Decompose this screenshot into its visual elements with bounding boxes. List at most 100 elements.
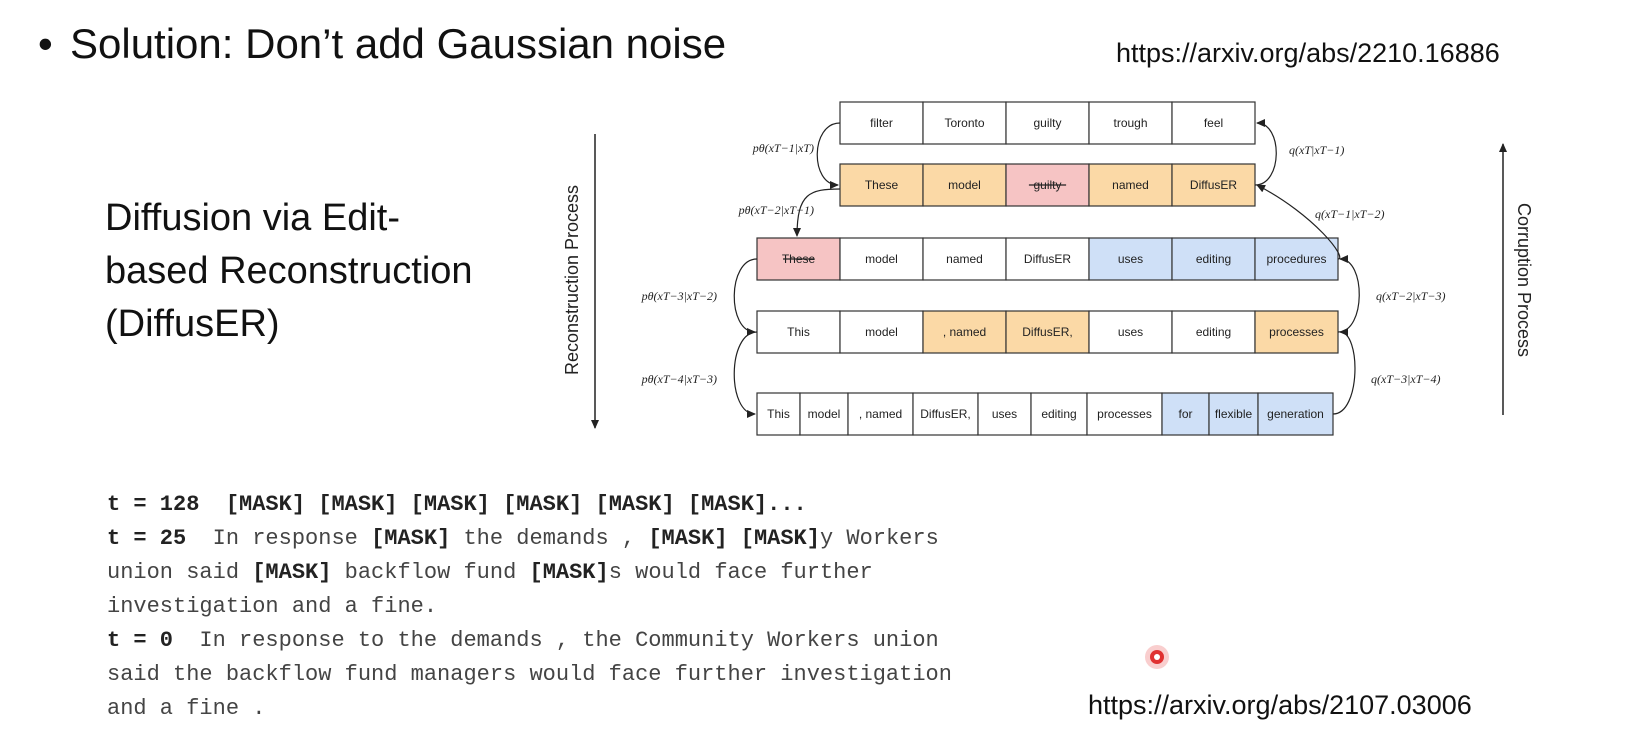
token-cell: This bbox=[756, 310, 841, 354]
token-box bbox=[756, 310, 841, 354]
token-box bbox=[1171, 237, 1256, 281]
token-text: DiffusER, bbox=[920, 407, 970, 421]
corruption-arrow bbox=[1337, 255, 1360, 333]
example-line: and a fine . bbox=[107, 692, 952, 726]
token-text: named bbox=[1112, 178, 1149, 192]
token-cell: trough bbox=[1088, 101, 1173, 145]
token-text: filter bbox=[870, 116, 893, 130]
example-text: In response to the demands , the Communi… bbox=[173, 628, 939, 653]
token-box bbox=[839, 237, 924, 281]
token-text: model bbox=[808, 407, 841, 421]
token-cell: editing bbox=[1171, 237, 1256, 281]
reconstruction-step-label: pθ(xT−1|xT) bbox=[752, 141, 814, 155]
corruption-step-label: q(xT−3|xT−4) bbox=[1371, 372, 1441, 386]
example-text bbox=[728, 526, 741, 551]
paper-link-top[interactable]: https://arxiv.org/abs/2210.16886 bbox=[1116, 38, 1500, 68]
reconstruction-step-label: pθ(xT−2|xT−1) bbox=[738, 203, 814, 217]
token-box bbox=[1257, 392, 1334, 436]
mask-token: [MASK] bbox=[529, 560, 609, 585]
token-box bbox=[1254, 237, 1339, 281]
example-text: union said bbox=[107, 560, 253, 585]
token-text: DiffusER, bbox=[1022, 325, 1072, 339]
token-cell: model bbox=[839, 237, 924, 281]
token-text: uses bbox=[1118, 325, 1143, 339]
token-text: trough bbox=[1113, 116, 1147, 130]
token-box bbox=[1208, 392, 1259, 436]
token-cell: generation bbox=[1257, 392, 1334, 436]
token-box bbox=[912, 392, 979, 436]
token-box bbox=[922, 310, 1007, 354]
token-cell: DiffusER, bbox=[912, 392, 979, 436]
example-line: t = 25 In response [MASK] the demands , … bbox=[107, 522, 952, 556]
token-cell: DiffusER bbox=[1171, 163, 1256, 207]
token-cell: These bbox=[839, 163, 924, 207]
token-text: This bbox=[767, 407, 790, 421]
token-box bbox=[977, 392, 1032, 436]
token-text: flexible bbox=[1215, 407, 1253, 421]
timestep-label: t = 25 bbox=[107, 526, 187, 551]
example-text: said the backflow fund managers would fa… bbox=[107, 662, 952, 687]
token-cell: filter bbox=[839, 101, 924, 145]
token-cell: model bbox=[922, 163, 1007, 207]
token-box bbox=[847, 392, 914, 436]
token-text: DiffusER bbox=[1190, 178, 1237, 192]
example-text: y Workers bbox=[819, 526, 939, 551]
mask-token: [MASK] bbox=[371, 526, 451, 551]
token-box bbox=[1086, 392, 1163, 436]
paper-link-bottom[interactable]: https://arxiv.org/abs/2107.03006 bbox=[1088, 690, 1472, 720]
token-text: , named bbox=[943, 325, 986, 339]
token-cell: named bbox=[1088, 163, 1173, 207]
bullet: • bbox=[38, 20, 53, 67]
timestep-label: t = 128 bbox=[107, 492, 200, 517]
title-text: Solution: Don’t add Gaussian noise bbox=[70, 20, 727, 67]
token-text: generation bbox=[1267, 407, 1324, 421]
token-box bbox=[839, 163, 924, 207]
example-line: said the backflow fund managers would fa… bbox=[107, 658, 952, 692]
token-box bbox=[1161, 392, 1210, 436]
token-cell: processes bbox=[1086, 392, 1163, 436]
mask-token: [MASK] bbox=[648, 526, 728, 551]
examples-block: t = 128 [MASK] [MASK] [MASK] [MASK] [MAS… bbox=[107, 488, 952, 726]
reconstruction-process-label: Reconstruction Process bbox=[562, 185, 582, 375]
example-text: s would face further bbox=[608, 560, 873, 585]
token-cell: guilty bbox=[1005, 101, 1090, 145]
corruption-step-label: q(xT|xT−1) bbox=[1289, 143, 1344, 157]
token-text: processes bbox=[1097, 407, 1152, 421]
token-text: feel bbox=[1204, 116, 1223, 130]
example-line: t = 128 [MASK] [MASK] [MASK] [MASK] [MAS… bbox=[107, 488, 952, 522]
token-cell: processes bbox=[1254, 310, 1339, 354]
slide-title: • Solution: Don’t add Gaussian noise bbox=[38, 20, 726, 68]
token-cell: procedures bbox=[1254, 237, 1339, 281]
example-line: investigation and a fine. bbox=[107, 590, 952, 624]
token-box bbox=[1088, 163, 1173, 207]
token-text: uses bbox=[992, 407, 1017, 421]
token-text: model bbox=[948, 178, 981, 192]
token-box bbox=[799, 392, 849, 436]
corruption-arrow bbox=[1332, 328, 1356, 415]
mask-token: [MASK] bbox=[252, 560, 332, 585]
example-line: t = 0 In response to the demands , the C… bbox=[107, 624, 952, 658]
token-text: procedures bbox=[1266, 252, 1326, 266]
token-box bbox=[839, 310, 924, 354]
mask-token: [MASK] [MASK] [MASK] [MASK] [MASK] [MASK… bbox=[225, 492, 807, 517]
token-text: editing bbox=[1041, 407, 1076, 421]
token-cell: These bbox=[756, 237, 841, 281]
token-box bbox=[922, 163, 1007, 207]
mask-token: [MASK] bbox=[740, 526, 820, 551]
example-text: and a fine . bbox=[107, 696, 266, 721]
token-cell: editing bbox=[1171, 310, 1256, 354]
token-cell: model bbox=[799, 392, 849, 436]
example-line: union said [MASK] backflow fund [MASK]s … bbox=[107, 556, 952, 590]
token-text: editing bbox=[1196, 252, 1231, 266]
example-text: backflow fund bbox=[331, 560, 530, 585]
token-text: These bbox=[865, 178, 899, 192]
token-cell: This bbox=[756, 392, 801, 436]
token-box bbox=[922, 101, 1007, 145]
example-text: investigation and a fine. bbox=[107, 594, 438, 619]
token-cell: for bbox=[1161, 392, 1210, 436]
